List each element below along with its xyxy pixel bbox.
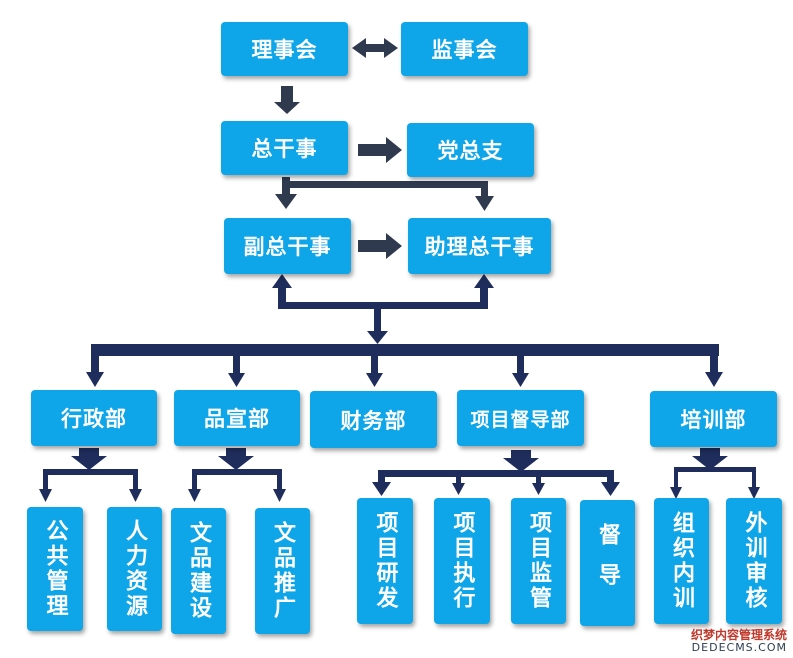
assistant-sg-label: 助理总干事 [424, 235, 535, 259]
watermark-line1: 织梦内容管理系统 [690, 627, 787, 642]
human-resources-box: 人力资源 [107, 507, 162, 631]
sg-to-party-arrow [358, 137, 402, 163]
external-training-review-box: 外训审核 [726, 498, 782, 624]
secretary-general-box: 总干事 [221, 121, 348, 175]
party-branch-box: 党总支 [407, 123, 534, 177]
project-supervision-dept-label: 项目督导部 [470, 408, 571, 431]
brand-dept-label: 品宣部 [204, 407, 270, 431]
human-resources-label: 人力资源 [122, 519, 148, 619]
deputy-sg-label: 副总干事 [243, 235, 332, 259]
brand-dept-box: 品宣部 [174, 390, 300, 446]
project-execution-box: 项目执行 [434, 498, 490, 624]
training-sub-bracket [670, 448, 760, 499]
sg-to-deputies-connector [275, 177, 494, 211]
board-box: 理事会 [221, 22, 348, 76]
project-sub-bracket [372, 450, 620, 496]
board-to-sg-arrow [274, 86, 300, 114]
training-dept-box: 培训部 [650, 391, 777, 447]
culture-building-label: 文品建设 [186, 521, 212, 621]
party-branch-label: 党总支 [437, 139, 504, 163]
project-monitoring-box: 项目监管 [511, 498, 566, 624]
board-supervisors-double-arrow [352, 38, 398, 58]
training-dept-label: 培训部 [680, 408, 747, 432]
department-bus [86, 344, 723, 387]
admin-dept-label: 行政部 [61, 407, 127, 431]
watermark: 织梦内容管理系统 DEDECMS.COM [690, 627, 787, 654]
project-research-box: 项目研发 [357, 498, 413, 624]
culture-promotion-label: 文品推广 [270, 521, 296, 621]
finance-dept-label: 财务部 [340, 408, 407, 433]
deputies-bracket [272, 274, 494, 344]
project-research-label: 项目研发 [372, 511, 398, 611]
supervisors-label: 监事会 [431, 38, 498, 62]
supervision-label: 督导 [595, 523, 621, 603]
project-monitoring-label: 项目监管 [526, 511, 552, 611]
deputy-to-assistant-arrow [358, 233, 402, 259]
deputy-sg-box: 副总干事 [224, 218, 351, 274]
board-label: 理事会 [251, 38, 318, 62]
assistant-sg-box: 助理总干事 [408, 218, 551, 274]
public-management-label: 公共管理 [42, 519, 68, 619]
secretary-general-label: 总干事 [251, 137, 318, 161]
project-supervision-dept-box: 项目督导部 [457, 390, 584, 446]
culture-promotion-box: 文品推广 [255, 508, 310, 634]
supervisors-box: 监事会 [401, 22, 528, 76]
brand-sub-bracket [188, 448, 286, 502]
org-training-label: 组织内训 [669, 511, 695, 611]
finance-dept-box: 财务部 [310, 391, 437, 448]
watermark-line2: DEDECMS.COM [691, 640, 787, 654]
admin-sub-bracket [39, 448, 142, 502]
org-training-box: 组织内训 [654, 498, 709, 624]
culture-building-box: 文品建设 [171, 508, 226, 634]
supervision-box: 督导 [580, 500, 635, 626]
external-training-review-label: 外训审核 [741, 511, 767, 611]
admin-dept-box: 行政部 [31, 390, 157, 446]
public-management-box: 公共管理 [27, 507, 83, 631]
project-execution-label: 项目执行 [449, 511, 475, 611]
